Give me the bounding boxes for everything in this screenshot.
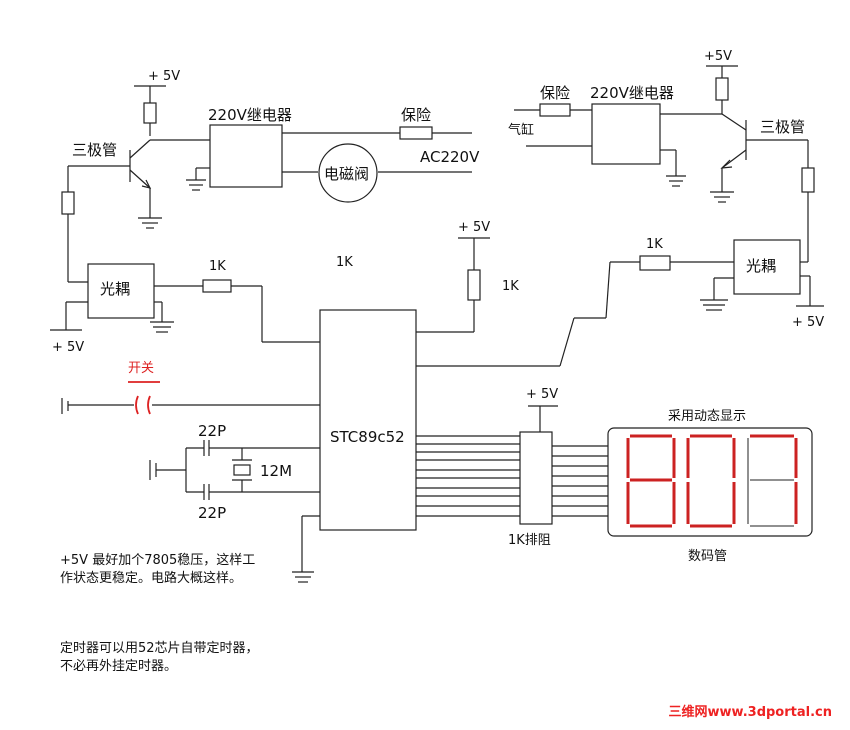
relay-right-label: 220V继电器 [590, 84, 674, 102]
r1k-center-label: 1K [336, 255, 353, 270]
solenoid-valve [318, 143, 378, 203]
crystal-label: 12M [260, 462, 293, 480]
display-title: 采用动态显示 [668, 409, 747, 424]
cap-bottom-label: 22P [198, 504, 227, 522]
relay-left-label: 220V继电器 [208, 106, 292, 124]
optocoupler-right [733, 239, 801, 295]
switch-label: 开关 [128, 361, 155, 376]
transistor-left-label: 三极管 [72, 141, 118, 159]
resistor-top-left [143, 102, 157, 124]
relay-left [209, 124, 283, 188]
optocoupler-left-label: 光耦 [100, 280, 131, 298]
resistor-top-right [715, 77, 729, 101]
vcc-label-resnet: + 5V [526, 387, 559, 402]
fuse-right-label: 保险 [540, 84, 571, 102]
vcc-label-bottom-right: + 5V [792, 315, 825, 330]
r1k-left-label: 1K [209, 259, 226, 274]
vcc-label-mid: + 5V [458, 220, 491, 235]
resistor-base-left [61, 191, 75, 215]
cylinder-label: 气缸 [508, 123, 535, 138]
ac220-label: AC220V [420, 148, 480, 166]
transistor-right-label: 三极管 [760, 118, 806, 136]
r1k-pullup-label: 1K [502, 279, 519, 294]
solenoid-label: 电磁阀 [324, 165, 370, 183]
vcc-label-top-right: +5V [704, 49, 733, 64]
vcc-label-top-left: + 5V [148, 69, 181, 84]
r1k-right-label: 1K [646, 237, 663, 252]
fuse-left-label: 保险 [401, 106, 432, 124]
resistor-network-label: 1K排阻 [508, 533, 551, 548]
seven-segment-display [607, 427, 813, 537]
mcu-label: STC89c52 [330, 428, 405, 446]
resistor-base-right [801, 167, 815, 193]
note-regulator: +5V 最好加个7805稳压，这样工作状态更稳定。电路大概这样。 [60, 553, 256, 586]
fuse-left [399, 126, 433, 140]
optocoupler-left [87, 263, 155, 319]
relay-right [591, 103, 661, 165]
optocoupler-right-label: 光耦 [746, 257, 777, 275]
fuse-right [539, 103, 571, 117]
vcc-label-bottom-left: + 5V [52, 340, 85, 355]
cap-top-label: 22P [198, 422, 227, 440]
note-timer: 定时器可以用52芯片自带定时器，不必再外挂定时器。 [60, 641, 259, 674]
resistor-1k-left [202, 279, 232, 293]
resistor-network [519, 431, 553, 525]
resistor-1k-right [639, 255, 671, 271]
resistor-1k-pullup [467, 269, 481, 301]
mcu-chip [319, 309, 417, 531]
watermark: 三维网www.3dportal.cn [668, 705, 832, 720]
display-label: 数码管 [688, 549, 728, 564]
